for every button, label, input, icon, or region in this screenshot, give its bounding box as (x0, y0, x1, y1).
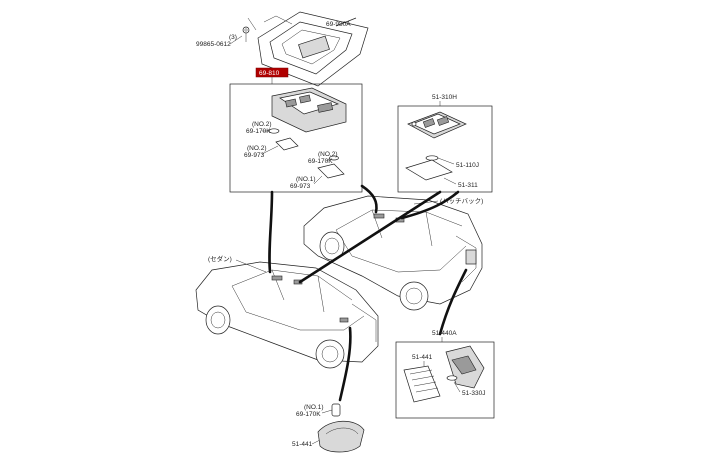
bracket-assembly (242, 11, 369, 87)
lens-label-b: 69-973 (290, 183, 311, 190)
screw-qty-label: (3) (229, 34, 237, 41)
no2-label-c: (NO.2) (318, 151, 338, 158)
bracket-part-label: 69-980A (326, 21, 351, 28)
hb-lamp-unit (407, 111, 467, 139)
leader-hb-to-sedan (298, 190, 442, 284)
no1-label-a: (NO.1) (296, 176, 316, 183)
hb-lens-icon (405, 159, 453, 181)
sedan-lens-label: 51-441 (292, 441, 313, 448)
hb-bulb-icon (425, 155, 439, 161)
trunk-lamp-box (395, 341, 495, 419)
trunk-assembly-label: 51-440A (432, 330, 457, 337)
sedan-car (195, 261, 379, 369)
hatchback-lamp-box (397, 105, 493, 193)
trunk-lens-icon (403, 365, 441, 403)
hb-assembly-label: 51-310H (432, 94, 457, 101)
lens-icon-a (275, 137, 299, 151)
sedan-lens-icon (317, 420, 365, 453)
bulb-label-c: 69-170K (296, 411, 321, 418)
leader-map-to-sedan (268, 190, 274, 274)
lens-label-a: 69-973 (244, 152, 265, 159)
trunk-lamp-unit (445, 345, 485, 389)
lens-icon-b (317, 163, 345, 179)
hb-bulb-label: 51-110J (456, 162, 479, 169)
no2-label-b: (NO.2) (247, 145, 267, 152)
no1-label-b: (NO.1) (304, 404, 324, 411)
bulb-label-a: 69-170K (246, 128, 271, 135)
no2-label-a: (NO.2) (252, 121, 272, 128)
map-lamp-box (229, 83, 363, 193)
highlight-part-label: 69-810 (259, 70, 280, 77)
map-lamp-unit (271, 87, 347, 133)
bulb-icon-b (329, 155, 339, 161)
hb-lens-label: 51-311 (458, 182, 478, 189)
bulb-label-b: 69-170K (308, 158, 333, 165)
hatchback-label: (ハッチバック) (440, 197, 483, 205)
bulb-icon-a (268, 128, 280, 134)
leader-map-to-hatchback (360, 184, 378, 214)
trunk-lens-label: 51-441 (412, 354, 433, 361)
leader-hatch-to-trunk (438, 268, 468, 336)
leader-sedan-to-lamp (338, 326, 352, 402)
hatchback-car (303, 195, 483, 311)
sedan-label: (セダン) (208, 254, 232, 263)
screw-part-label: 99865-0612 (196, 41, 231, 48)
trunk-bulb-label: 51-330J (462, 390, 486, 397)
leader-hb-to-hatchback (400, 190, 460, 220)
trunk-bulb-icon (446, 375, 458, 381)
sedan-bulb-icon (331, 403, 341, 417)
